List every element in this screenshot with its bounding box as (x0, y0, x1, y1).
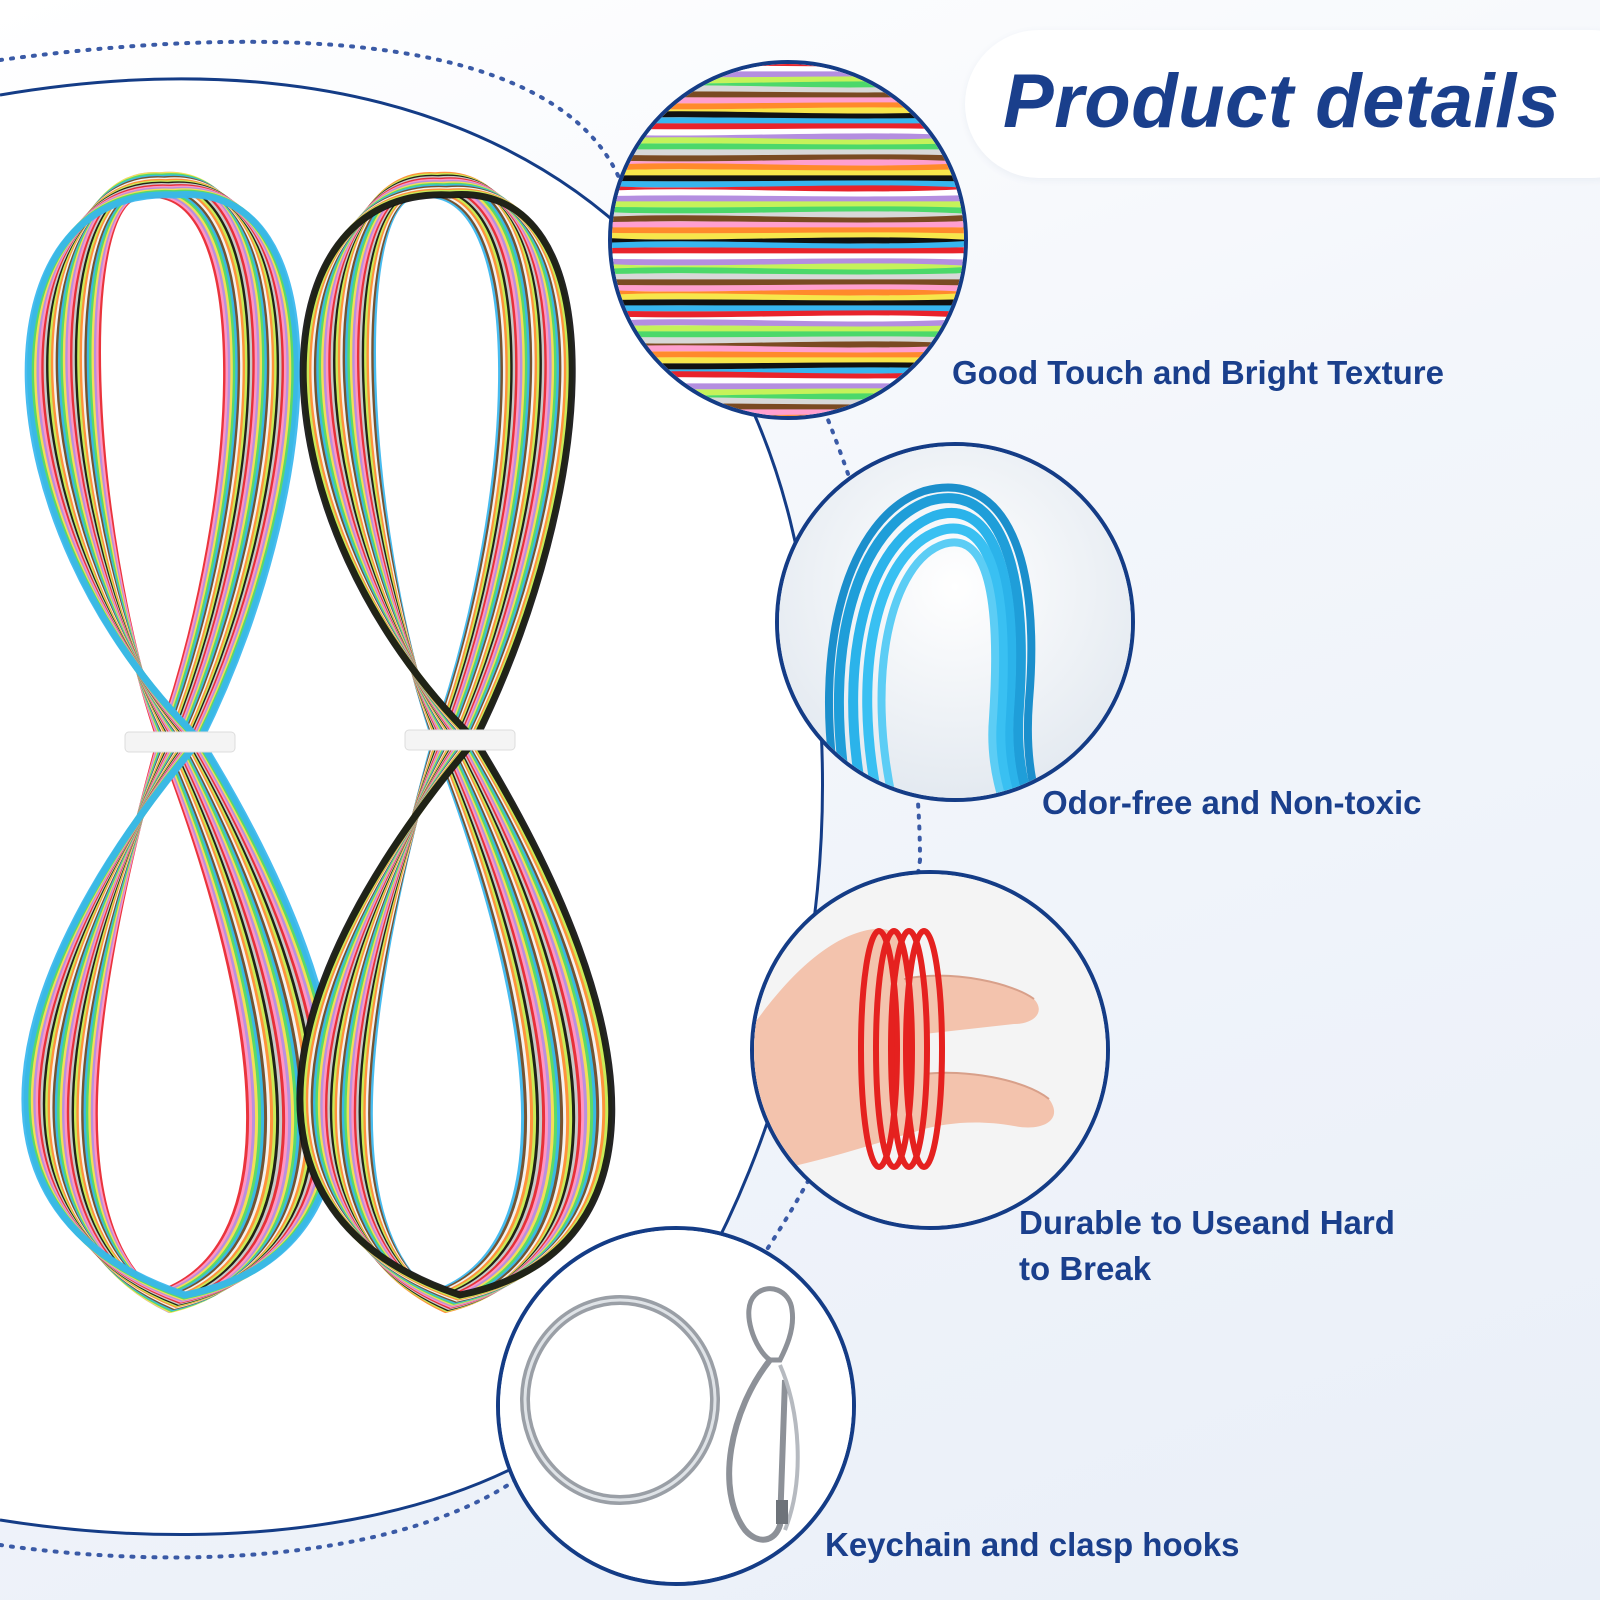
blue-cord-loop (779, 446, 1131, 798)
texture-strand (612, 310, 964, 318)
texture-strand (612, 111, 964, 120)
texture-strand (612, 137, 964, 146)
feature-label-durable-line1: Durable to Useand Hard (1019, 1204, 1395, 1241)
cable-tie-left (124, 731, 236, 753)
texture-strand (612, 319, 964, 328)
texture-strand (612, 345, 964, 354)
red-cord-on-fingers (754, 874, 1106, 1226)
feature-label-durable-line2: to Break (1019, 1250, 1152, 1287)
texture-strand (612, 143, 964, 151)
texture-strand (612, 195, 964, 203)
texture-strand (612, 362, 964, 370)
texture-strand (612, 169, 964, 177)
feature-image-keychain (496, 1226, 856, 1586)
texture-strand (612, 206, 964, 214)
white-lens-shape (0, 78, 823, 1535)
texture-strand (612, 351, 964, 359)
feature-image-red-cord (750, 870, 1110, 1230)
texture-strand (612, 336, 964, 344)
texture-strand (612, 117, 964, 125)
texture-strand (612, 163, 964, 172)
feature-label-keychain: Keychain and clasp hooks (825, 1526, 1240, 1563)
texture-strand (612, 299, 964, 307)
texture-strand (612, 273, 964, 281)
cable-tie-right (404, 729, 516, 751)
texture-strand (612, 128, 964, 136)
keyring-and-clasp (500, 1230, 852, 1582)
texture-strand (612, 325, 964, 333)
title-pill (965, 30, 1600, 178)
feature-image-blue-cord (775, 442, 1135, 802)
texture-strand (612, 180, 964, 188)
texture-strand (612, 232, 964, 240)
page-title: Product details (1003, 59, 1560, 144)
texture-strand (612, 241, 964, 250)
texture-strand (612, 247, 964, 255)
texture-strand (612, 293, 964, 302)
texture-strand (612, 267, 964, 276)
texture-strand (612, 154, 964, 162)
feature-image-texture (608, 60, 968, 420)
cord-texture-closeup (612, 64, 964, 416)
texture-strand (612, 189, 964, 198)
feature-label-odor-free: Odor-free and Non-toxic (1042, 784, 1422, 821)
feature-label-texture: Good Touch and Bright Texture (952, 354, 1444, 391)
texture-strand (612, 221, 964, 229)
texture-strand (612, 215, 964, 224)
texture-strand (612, 258, 964, 266)
lens-outline (0, 77, 824, 1536)
texture-strand (612, 284, 964, 292)
